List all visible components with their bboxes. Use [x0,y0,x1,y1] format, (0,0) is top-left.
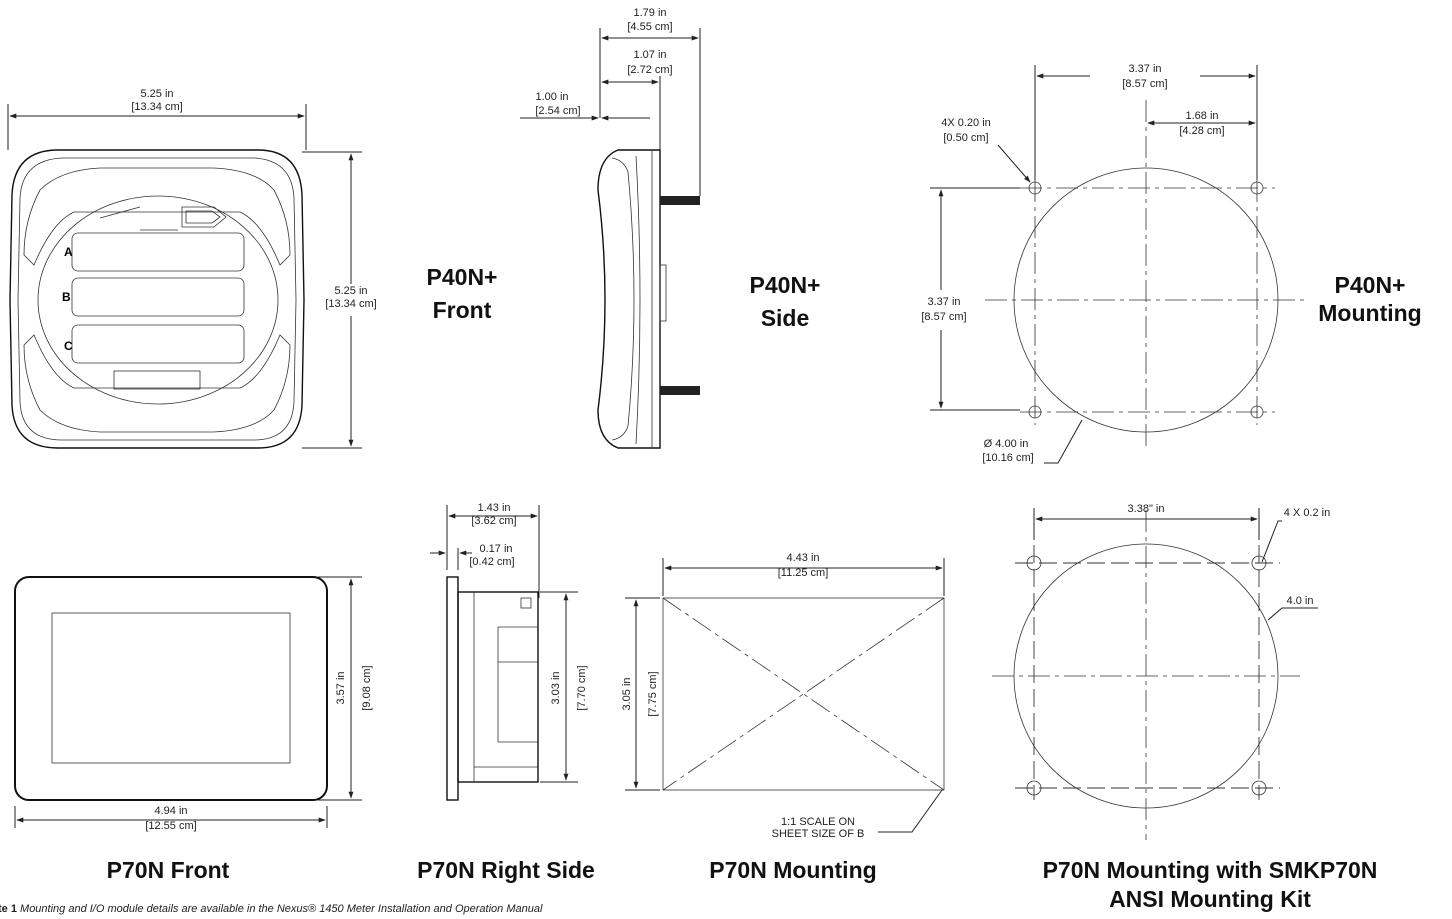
p40-mount-height-cm: [8.57 cm] [921,311,966,323]
title-p70-kit-line2: ANSI Mounting Kit [1109,886,1311,912]
p40-mounting-view: 3.37 in [8.57 cm] 1.68 in [4.28 cm] 4X 0… [921,63,1305,464]
p70-side-view: 1.43 in [3.62 cm] 0.17 in [0.42 cm] 3.03… [430,502,588,801]
title-p40-mount-line2: Mounting [1318,300,1421,326]
p40-mount-holes: 4X 0.20 in [941,117,991,129]
title-p40-mount-line1: P40N+ [1335,272,1406,298]
p40-mount-half-in: 1.68 in [1185,110,1218,122]
p70-side-total-in: 1.43 in [477,502,510,514]
title-p40-side-line2: Side [761,305,810,331]
title-p70-side: P70N Right Side [417,857,595,883]
p70-kit-view: 3.38" in 4 X 0.2 in 4.0 in [992,503,1330,840]
title-p70-front: P70N Front [107,857,230,883]
front-label-c: C [64,339,73,353]
p70-side-bezel-cm: [0.42 cm] [469,556,514,568]
p70-front-width-in: 4.94 in [154,805,187,817]
p40-side-mid-cm: [2.72 cm] [627,64,672,76]
title-p70-kit-line1: P70N Mounting with SMKP70N [1043,857,1378,883]
p40-front-width-in: 5.25 in [140,88,173,100]
title-p40-front-line2: Front [433,297,492,323]
p70-front-view: 3.57 in [9.08 cm] 4.94 in [12.55 cm] [14,576,373,832]
title-p40-side-line1: P40N+ [750,272,821,298]
p40-front-width-cm: [13.34 cm] [131,101,182,113]
p40-side-mid-in: 1.07 in [633,49,666,61]
p70-side-bezel-in: 0.17 in [479,543,512,555]
title-p70-mount: P70N Mounting [709,857,876,883]
p40-side-total-in: 1.79 in [633,7,666,19]
front-label-b: B [62,290,71,304]
title-p40-front-line1: P40N+ [427,264,498,290]
footnote: te 1 Mounting and I/O module details are… [0,903,543,915]
p40-front-height-cm: [13.34 cm] [325,298,376,310]
p40-side-view: 1.79 in [4.55 cm] 1.07 in [2.72 cm] 1.00… [520,7,701,449]
p70-mount-scale-line2: SHEET SIZE OF B [772,828,865,840]
front-label-a: A [64,245,73,259]
p40-front-view: 5.25 in [13.34 cm] 5.25 in [13.34 cm] A … [7,88,380,449]
p70-side-total-cm: [3.62 cm] [471,515,516,527]
p70-mount-width-cm: [11.25 cm] [778,567,829,579]
p70-kit-holes: 4 X 0.2 in [1284,507,1330,519]
p40-mount-half-cm: [4.28 cm] [1179,125,1224,137]
p40-mount-holes-cm: [0.50 cm] [943,132,988,144]
p70-kit-width: 3.38" in [1128,503,1165,515]
p40-mount-width-in: 3.37 in [1128,63,1161,75]
p70-mount-width-in: 4.43 in [786,552,819,564]
p40-mount-width-cm: [8.57 cm] [1122,78,1167,90]
p70-mount-height-in: 3.05 in [621,677,633,710]
p70-mount-scale-line1: 1:1 SCALE ON [781,816,855,828]
p70-front-height-in: 3.57 in [335,671,347,704]
p40-side-total-cm: [4.55 cm] [627,21,672,33]
p70-side-height-in: 3.03 in [550,671,562,704]
p70-mount-height-cm: [7.75 cm] [647,671,659,716]
p40-side-depth-cm: [2.54 cm] [535,105,580,117]
p40-mount-dia-cm: [10.16 cm] [982,452,1033,464]
p40-front-height-in: 5.25 in [334,285,367,297]
p70-side-height-cm: [7.70 cm] [576,665,588,710]
p70-front-width-cm: [12.55 cm] [145,820,196,832]
p70-kit-dia: 4.0 in [1287,595,1314,607]
p70-mounting-view: 4.43 in [11.25 cm] 3.05 in [7.75 cm] 1:1… [621,552,945,840]
p70-front-height-cm: [9.08 cm] [361,665,373,710]
p40-mount-height-in: 3.37 in [927,296,960,308]
p40-side-depth-in: 1.00 in [535,91,568,103]
p40-mount-dia-in: Ø 4.00 in [984,438,1029,450]
